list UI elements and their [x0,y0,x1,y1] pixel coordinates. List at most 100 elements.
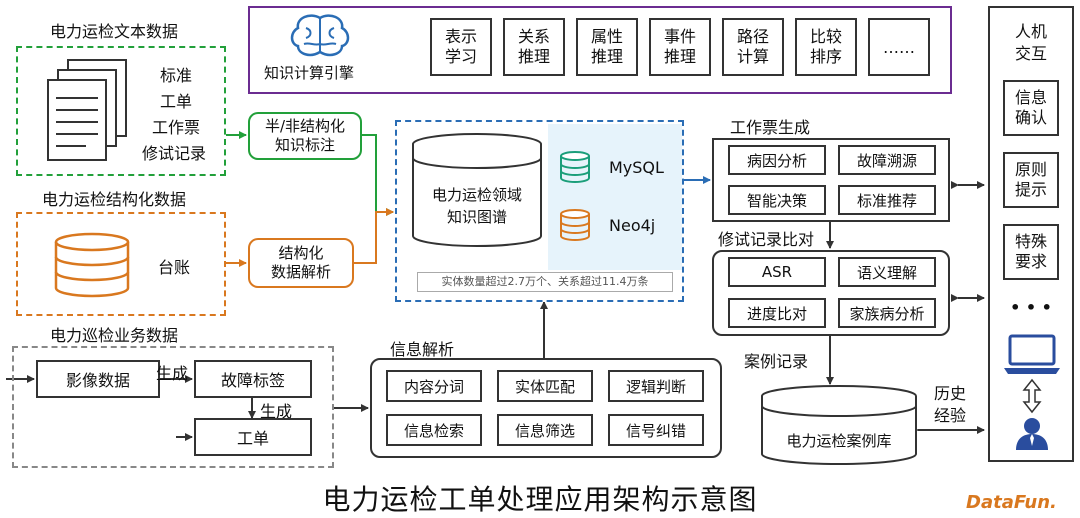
kg-stats-note: 实体数量超过2.7万个、关系超过11.4万条 [417,272,673,292]
knowledge-engine-title: 知识计算引擎 [264,64,355,82]
engine-module-line: 排序 [809,47,842,66]
hci-item-line: 特殊 [1014,232,1047,251]
info-parse-item: 信号纠错 [608,414,704,446]
knowledge-engine-panel: 知识计算引擎 [248,6,952,94]
info-parse-item: 实体匹配 [497,370,593,402]
text-data-item: 工单 [160,92,193,111]
ticket-item: 智能决策 [728,185,826,215]
engine-module-line: 推理 [517,47,550,66]
fault-tag-box: 故障标签 [194,360,312,398]
text-data-item: 工作票 [152,118,201,137]
engine-module-line: 关系 [517,27,550,46]
work-order-box: 工单 [194,418,312,456]
hci-item-line: 信息 [1014,88,1047,107]
engine-module-line: 推理 [663,47,696,66]
info-parse-item: 逻辑判断 [608,370,704,402]
generate-label: 生成 [260,402,293,421]
engine-module-box: 表示学习 [430,18,492,76]
neo4j-label: Neo4j [609,216,656,235]
laptop-icon [1004,334,1060,374]
kg-database-icon [412,133,542,247]
hci-icons [1004,334,1060,450]
ticket-item: 标准推荐 [838,185,936,215]
engine-module-box: 属性推理 [576,18,638,76]
ticket-title: 工作票生成 [730,118,811,137]
knowledge-graph-panel: 电力运检领域 知识图谱 MySQL Neo4j 实体数量超过2.7万个、关系超过… [395,120,684,302]
engine-module-box: 比较排序 [795,18,857,76]
hci-more-dots: • • • [1010,298,1052,317]
info-parse-item: 信息检索 [386,414,482,446]
datafun-logo: DataFun. [966,492,1057,513]
user-icon [1016,418,1048,450]
engine-module-box: 关系推理 [503,18,565,76]
experience-label: 经验 [934,406,967,425]
engine-more-box: …… [868,18,930,76]
hci-title-line2: 交互 [1014,44,1047,63]
ticket-item: 病因分析 [728,145,826,175]
info-parse-panel [370,358,722,458]
record-item: ASR [728,257,826,287]
semi-struct-line1: 半/非结构化 [264,117,346,136]
brain-icon [290,14,350,57]
documents-icon [47,59,127,161]
diagram-caption: 电力运检工单处理应用架构示意图 [322,483,758,516]
hci-item-line: 确认 [1014,108,1047,127]
image-data-box: 影像数据 [36,360,160,398]
neo4j-db-icon [560,209,590,241]
info-parse-item: 信息筛选 [497,414,593,446]
engine-module-line: 比较 [809,27,842,46]
struct-data-title: 电力运检结构化数据 [42,190,187,209]
case-library-db-icon [761,385,917,465]
patrol-data-group [12,346,334,468]
mysql-db-icon [560,151,590,183]
hci-item-line: 原则 [1014,160,1047,179]
record-title: 修试记录比对 [718,230,815,249]
hci-item-line: 提示 [1014,180,1047,199]
generate-label: 生成 [156,364,189,383]
patrol-data-title: 电力巡检业务数据 [50,326,179,345]
engine-module-box: 路径计算 [722,18,784,76]
info-parse-title: 信息解析 [390,340,455,359]
kg-label-line1: 电力运检领域 [431,186,522,204]
engine-module-line: 推理 [590,47,623,66]
record-panel [712,250,950,336]
text-data-title: 电力运检文本数据 [50,22,179,41]
hci-item-box: 信息确认 [1003,80,1059,136]
engine-module-line: 计算 [736,47,769,66]
hci-panel [988,6,1074,462]
struct-parse-line1: 结构化 [278,244,324,263]
engine-module-line: 事件 [663,27,696,46]
record-item: 家族病分析 [838,298,936,328]
case-library-label: 电力运检案例库 [786,432,892,450]
struct-data-item: 台账 [158,258,191,277]
structured-parse-box: 结构化 数据解析 [248,238,354,288]
engine-module-line: 表示 [444,27,477,46]
engine-module-box: 事件推理 [649,18,711,76]
struct-data-group: 台账 [16,212,226,316]
info-parse-item: 内容分词 [386,370,482,402]
hci-item-line: 要求 [1014,252,1047,271]
engine-module-line: 路径 [736,27,769,46]
bidirectional-arrow-icon [1022,378,1042,414]
text-data-group: 标准 工单 工作票 修试记录 [16,46,226,176]
record-item: 进度比对 [728,298,826,328]
engine-module-line: 学习 [444,47,477,66]
mysql-label: MySQL [609,158,664,177]
struct-parse-line2: 数据解析 [270,263,331,281]
ticket-item: 故障溯源 [838,145,936,175]
case-record-label: 案例记录 [744,352,809,371]
hci-item-box: 原则提示 [1003,152,1059,208]
engine-module-line: 属性 [590,27,623,46]
text-data-item: 修试记录 [142,144,207,163]
text-data-item: 标准 [160,66,193,85]
hci-item-box: 特殊要求 [1003,224,1059,280]
record-item: 语义理解 [838,257,936,287]
kg-label-line2: 知识图谱 [446,208,507,226]
hci-title-line1: 人机 [1014,22,1047,41]
database-icon [54,232,130,298]
semi-struct-line2: 知识标注 [274,136,335,154]
semi-structured-annotation-box: 半/非结构化 知识标注 [248,112,362,160]
history-label: 历史 [934,384,967,403]
db-backing-panel [548,124,682,270]
ticket-panel [712,138,950,222]
